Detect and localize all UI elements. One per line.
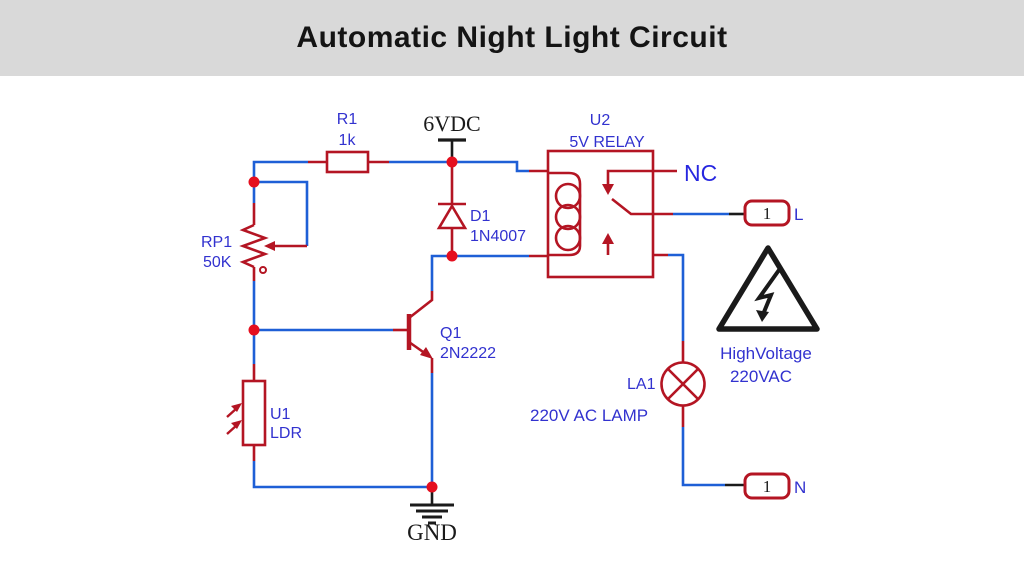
terminal-l-body [743,199,791,227]
u2-no-arrow-icon [602,233,614,244]
ldr-u1: U1 LDR [226,364,302,461]
warning-line1: HighVoltage [720,344,812,363]
d1-triangle [436,203,468,230]
q1-ref: Q1 [440,325,461,342]
la1-ref: LA1 [627,376,656,393]
junction-dots [248,156,458,493]
title-banner: Automatic Night Light Circuit [0,0,1024,76]
high-voltage-warning-icon: HighVoltage 220VAC [716,245,820,386]
warning-bolt [754,268,781,313]
rp1-ref: RP1 [201,234,232,251]
r1-ref: R1 [337,111,358,128]
r1-value: 1k [339,132,357,149]
u1-value: LDR [270,425,302,442]
junction-dot [426,481,438,493]
u2-coil-loop2 [554,203,582,231]
potentiometer-rp1: RP1 50K [201,203,307,281]
ground-icon: GND [407,490,457,545]
wire-d1-to-collector [430,254,452,291]
junction-dot [446,156,458,168]
d1-ref: D1 [470,208,491,225]
lamp-la1: LA1 220V AC LAMP [530,341,706,427]
wire-bottom-rail [252,461,432,489]
wire-no-to-lamp [668,253,685,341]
gnd-label: GND [407,520,457,545]
u1-light-arrow-lines [226,407,238,435]
resistor-r1: R1 1k [308,111,389,174]
terminal-l-label: L [794,205,803,224]
transistor-q1: Q1 2N2222 [393,291,496,373]
terminal-n-label: N [794,478,806,497]
wire-lamp-to-n [681,427,725,487]
q1-emitter-arrow-icon [420,347,433,359]
u1-light-arrow2-icon [231,420,242,429]
warning-line2: 220VAC [730,367,792,386]
u2-nc-label: NC [684,160,717,186]
terminal-n-body [743,472,791,500]
wire-pot-wiper-loop [254,180,309,246]
rp1-end-circle [259,266,267,274]
la1-value: 220V AC LAMP [530,406,648,425]
wires [252,160,729,489]
warning-bolt-arrow [756,310,769,322]
u2-value: 5V RELAY [569,134,645,151]
r1-body [325,150,370,174]
rp1-zigzag [239,223,269,269]
gnd-bars [410,503,454,525]
power-rail-icon: 6VDC [423,111,481,158]
u2-ref: U2 [590,112,611,129]
u2-coil-loop1 [554,182,582,210]
q1-collector [408,291,434,320]
u2-pins [529,169,673,258]
d1-value: 1N4007 [470,228,526,245]
junction-dot [248,176,260,188]
terminal-n-pin: 1 [763,477,772,496]
u2-nc-line [606,169,677,187]
terminal-n: 1 N [725,472,806,500]
power-rail-label: 6VDC [423,111,480,136]
wire-top-left [252,160,308,203]
terminal-l: 1 L [729,199,803,227]
u1-light-arrow1-icon [231,403,242,412]
q1-value: 2N2222 [440,345,496,362]
rp1-wiper-arrow-icon [264,241,275,251]
diode-d1: D1 1N4007 [436,162,526,256]
warning-triangle [716,245,820,332]
u2-switch-arm [611,197,653,216]
la1-cross [667,368,699,400]
u1-body [241,379,267,447]
rp1-value: 50K [203,254,232,271]
relay-u2: U2 5V RELAY NC [529,112,717,279]
page-title: Automatic Night Light Circuit [296,21,728,54]
circuit-schematic: 6VDC R1 1k RP1 50K U1 LDR Q1 2N22 [201,111,820,545]
junction-dot [446,250,458,262]
junction-dot [248,324,260,336]
wire-top-rail [389,160,529,173]
u1-ref: U1 [270,406,291,423]
u2-coil-loop3 [554,224,582,252]
u2-nc-arrow-icon [602,184,614,195]
terminal-l-pin: 1 [763,204,772,223]
